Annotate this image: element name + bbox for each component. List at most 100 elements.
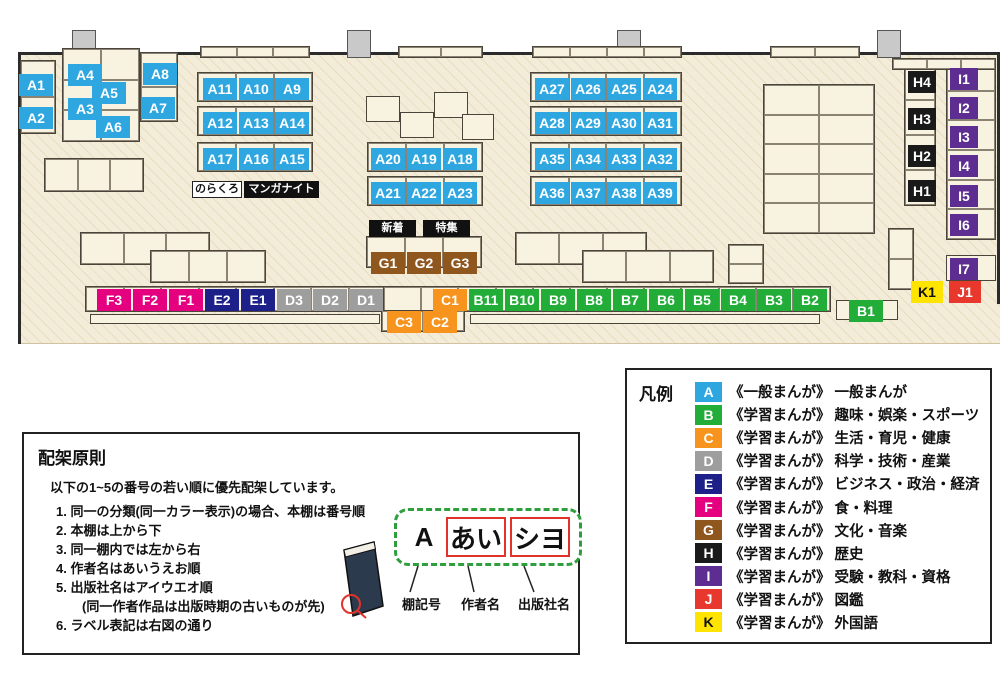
shelf-label-I2: I2 (950, 97, 978, 119)
shelf-label-H1: H1 (908, 180, 936, 202)
shelf-label-B9: B9 (541, 289, 575, 311)
shelf-cell (815, 47, 859, 57)
shelf-cell (274, 107, 312, 135)
shelf-cell (607, 47, 644, 57)
shelf-label-A4: A4 (68, 64, 102, 86)
legend-item-J: J《学習まんが》 図鑑 (695, 588, 980, 611)
shelf-label-A12: A12 (203, 112, 237, 134)
shelf-label-G1: G1 (371, 252, 405, 274)
shelf-block (366, 96, 400, 122)
shelf-cell (237, 47, 273, 57)
shelf-label-A26: A26 (571, 78, 605, 100)
shelf-block (150, 250, 266, 283)
shelf-label-C3: C3 (387, 311, 421, 333)
shelf-cell (151, 251, 189, 282)
shelf-cell (947, 90, 995, 121)
shelf-block (582, 250, 714, 283)
shelf-cell (947, 149, 995, 180)
legend-label: 《学習まんが》 歴史 (729, 546, 864, 563)
shelf-label-A13: A13 (239, 112, 273, 134)
shelf-label-A36: A36 (535, 182, 569, 204)
shelf-label-D2: D2 (313, 289, 347, 311)
shelf-cell (123, 233, 167, 264)
wall-top (18, 52, 1000, 55)
legend-label: 《学習まんが》 文化・音楽 (729, 523, 908, 540)
shelf-block (200, 46, 310, 58)
principles-rule: 6. ラベル表記は右図の通り (56, 618, 214, 633)
shelf-label-D1: D1 (349, 289, 383, 311)
shelf-cell (819, 85, 874, 115)
principles-title: 配架原則 (38, 449, 106, 468)
legend-chip-G: G (695, 520, 722, 541)
shelf-block (515, 232, 647, 265)
legend-chip-J: J (695, 589, 722, 610)
shelf-label-F1: F1 (169, 289, 203, 311)
legend-chip-E: E (695, 473, 722, 494)
shelf-cell (893, 59, 927, 69)
shelf-label-A29: A29 (571, 112, 605, 134)
shelf-label-I7: I7 (950, 258, 978, 280)
shelf-cell (927, 59, 961, 69)
legend-label: 《学習まんが》 ビジネス・政治・経済 (729, 477, 980, 494)
shelf-label-A1: A1 (19, 74, 53, 96)
shelf-label-A28: A28 (535, 112, 569, 134)
shelf-label-A7: A7 (141, 97, 175, 119)
shelf-block (44, 158, 144, 192)
shelf-label-A37: A37 (571, 182, 605, 204)
shelf-label-A38: A38 (607, 182, 641, 204)
legend-item-K: K《学習まんが》 外国語 (695, 611, 980, 634)
shelf-label-A21: A21 (371, 182, 405, 204)
shelf-label-G3: G3 (443, 252, 477, 274)
legend-label: 《学習まんが》 趣味・娯楽・スポーツ (729, 408, 980, 425)
shelf-cell (570, 47, 607, 57)
shelf-label-I6: I6 (950, 214, 978, 236)
shelf-cell (626, 251, 670, 282)
map-note-特集: 特集 (423, 220, 470, 237)
shelf-cell (889, 229, 913, 259)
pillar (877, 30, 901, 58)
legend-label: 《学習まんが》 科学・技術・産業 (729, 454, 951, 471)
shelf-label-A14: A14 (275, 112, 309, 134)
shelf-cell (947, 120, 995, 150)
shelf-label-A17: A17 (203, 148, 237, 170)
pillar (347, 30, 371, 58)
legend-item-G: G 《学習まんが》 文化・音楽 (695, 519, 980, 542)
shelf-cell (384, 287, 422, 311)
shelf-label-H2: H2 (908, 145, 936, 167)
shelf-label-A19: A19 (407, 148, 441, 170)
shelf-label-C1: C1 (433, 289, 467, 311)
shelf-label-A32: A32 (643, 148, 677, 170)
shelf-cell (45, 159, 78, 191)
legend-item-I: I《学習まんが》 受験・教科・資格 (695, 565, 980, 588)
shelf-label-B4: B4 (721, 289, 755, 311)
shelf-label-I4: I4 (950, 155, 978, 177)
legend-chip-A: A (695, 381, 722, 402)
shelf-cell (947, 179, 995, 210)
shelf-label-A23: A23 (443, 182, 477, 204)
shelf-label-B3: B3 (757, 289, 791, 311)
principles-rule: 2. 本棚は上から下 (56, 523, 162, 538)
legend-label: 《学習まんが》 生活・育児・健康 (729, 431, 951, 448)
legend-item-A: A《一般まんが》 一般まんが (695, 380, 980, 403)
shelf-label-A39: A39 (643, 182, 677, 204)
map-note-マンガナイト: マンガナイト (244, 181, 319, 198)
legend-item-H: H 《学習まんが》 歴史 (695, 542, 980, 565)
legend-chip-H: H (695, 543, 722, 564)
legend-item-C: C《学習まんが》 生活・育児・健康 (695, 426, 980, 449)
shelf-cell (533, 47, 570, 57)
shelf-label-A27: A27 (535, 78, 569, 100)
shelf-label-A9: A9 (275, 78, 309, 100)
shelf-label-B1: B1 (849, 300, 883, 322)
shelf-label-F3: F3 (97, 289, 131, 311)
shelf-block (462, 114, 494, 140)
shelf-cell (819, 203, 874, 233)
label-example: A あい シヨ (394, 508, 582, 566)
shelf-label-A11: A11 (203, 78, 237, 100)
shelf-block (470, 314, 820, 324)
legend-chip-B: B (695, 404, 722, 425)
principles-rule: 4. 作者名はあいうえお順 (56, 561, 201, 576)
example-shelf-code: A (414, 521, 434, 552)
